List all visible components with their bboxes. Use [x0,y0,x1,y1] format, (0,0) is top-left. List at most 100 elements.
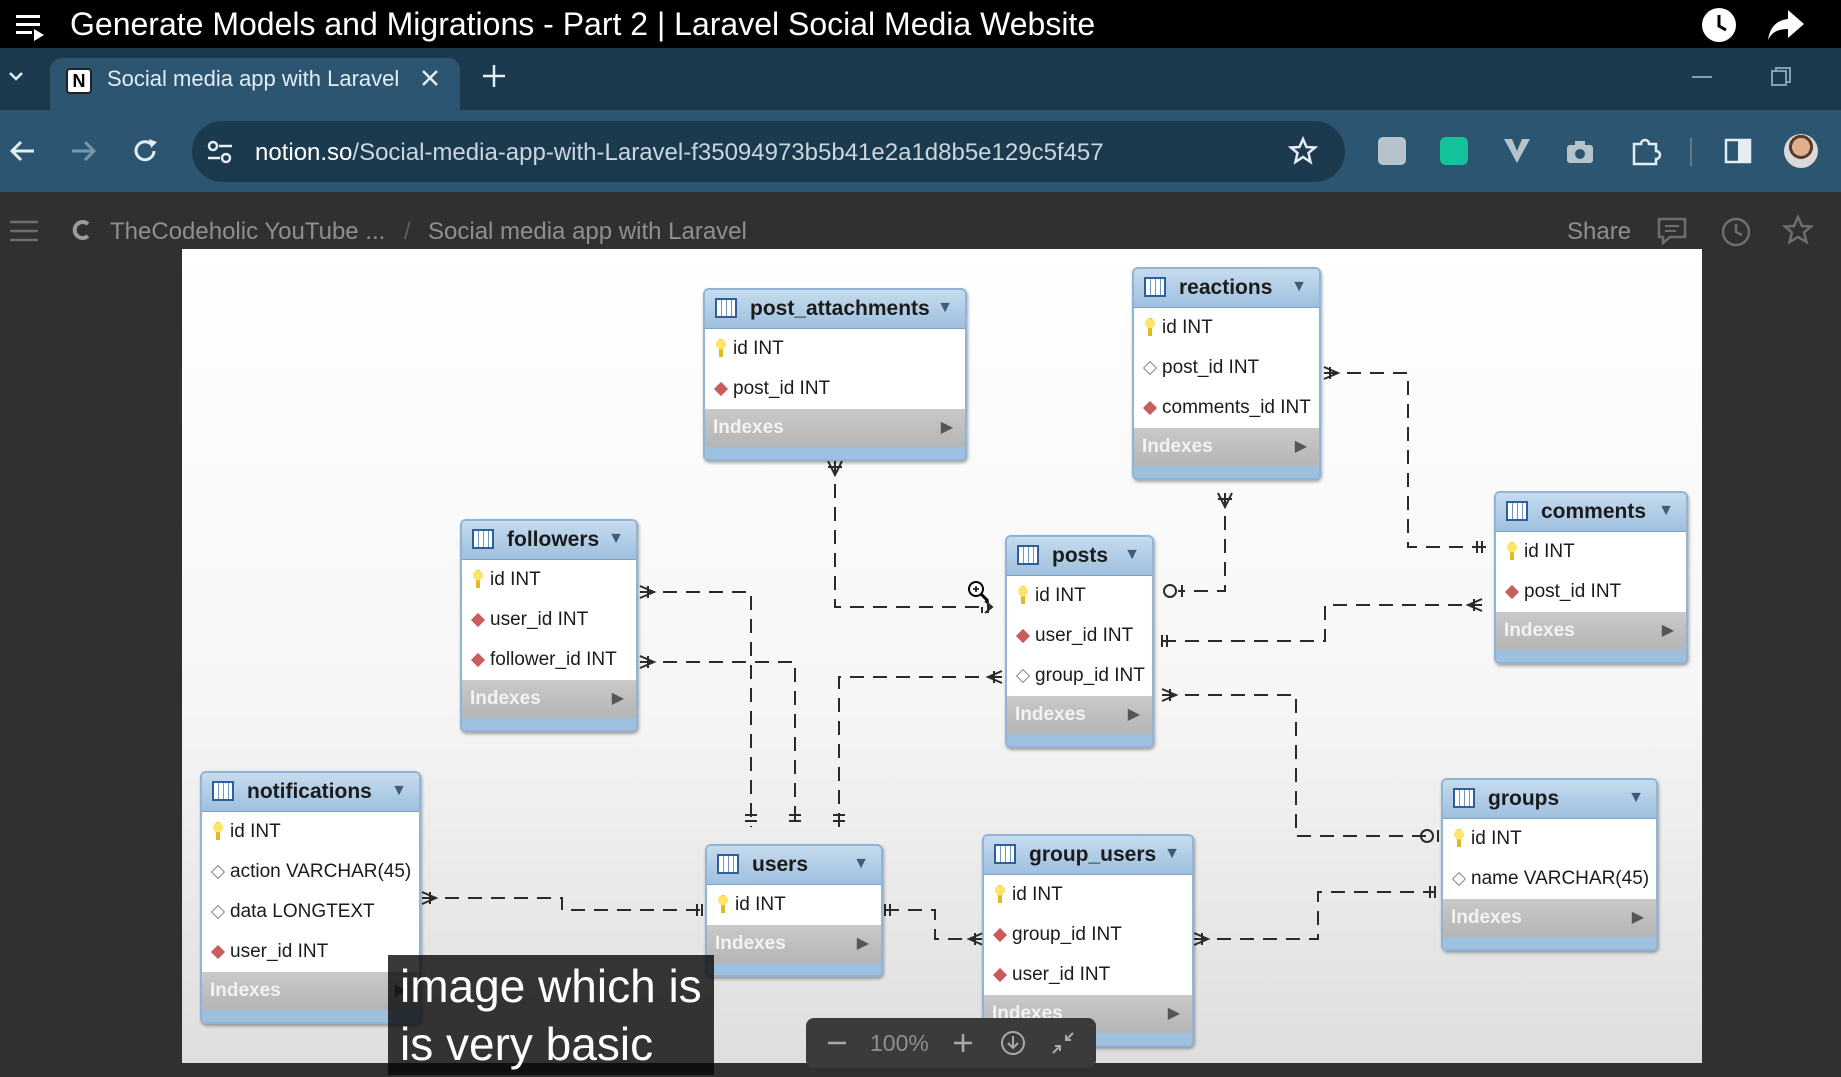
comments-icon[interactable] [1656,216,1688,246]
updates-clock-icon[interactable] [1720,216,1752,248]
primary-key-icon [472,570,484,588]
exit-fullscreen-icon[interactable] [1050,1030,1076,1056]
foreign-key-icon [470,652,486,668]
new-tab-icon[interactable] [480,62,508,90]
indexes-label: Indexes [715,933,786,954]
extension-3-icon[interactable] [1502,137,1532,165]
reload-icon[interactable] [130,136,160,166]
back-icon[interactable] [8,138,38,164]
column: user_id INT [230,941,329,962]
indexes-label: Indexes [1015,704,1086,725]
foreign-key-icon [713,381,729,397]
bookmark-star-icon[interactable] [1288,136,1318,166]
download-icon[interactable] [1000,1030,1026,1056]
expand-icon: ▶ [1661,622,1674,639]
tab-title: Social media app with Laravel [107,66,400,91]
image-zoom-toolbar: 100% [806,1018,1096,1068]
expand-icon: ▶ [1167,1005,1180,1022]
table-icon [1017,545,1039,565]
expand-icon: ▶ [1127,706,1140,723]
expand-icon: ▶ [856,935,869,952]
extension-2-icon[interactable] [1440,137,1468,165]
table-name: comments [1541,500,1647,523]
expand-icon: ▶ [1294,438,1307,455]
breadcrumb-workspace[interactable]: TheCodeholic YouTube ... [110,218,386,245]
profile-avatar[interactable] [1784,134,1818,168]
column: action VARCHAR(45) [230,861,412,882]
table-reactions: reactions▼ id INT post_id INT comments_i… [1132,267,1321,480]
zoom-cursor-icon [968,581,990,603]
table-name: notifications [247,780,372,803]
column: id INT [1524,541,1575,562]
column: user_id INT [1035,625,1134,646]
column: id INT [735,894,786,915]
column: id INT [230,821,281,842]
extensions-puzzle-icon[interactable] [1630,136,1662,166]
youtube-top-bar: Generate Models and Migrations - Part 2 … [0,0,1841,48]
column: group_id INT [1035,665,1145,686]
column: follower_id INT [490,649,617,670]
zoom-level: 100% [870,1030,929,1056]
indexes-label: Indexes [210,980,281,1001]
table-name: followers [507,528,600,551]
restore-icon[interactable] [1770,66,1792,88]
tab-search-icon[interactable] [6,66,26,86]
expand-icon: ▶ [611,690,624,707]
primary-key-icon [717,895,729,913]
table-icon [994,844,1016,864]
primary-key-icon [212,822,224,840]
video-title: Generate Models and Migrations - Part 2 … [70,6,1096,42]
expand-icon: ▶ [940,419,953,436]
table-notifications: notifications▼ id INT action VARCHAR(45)… [200,771,421,1024]
site-settings-icon[interactable] [205,137,235,167]
column: id INT [490,569,541,590]
dropdown-icon: ▼ [1291,278,1307,295]
indexes-label: Indexes [1142,436,1213,457]
minimize-icon[interactable] [1690,72,1714,82]
table-name: posts [1052,544,1109,567]
side-panel-icon[interactable] [1724,138,1752,164]
primary-key-icon [1453,829,1465,847]
table-icon [1453,788,1475,808]
watch-later-icon[interactable] [1700,6,1738,44]
foreign-key-icon [992,927,1008,943]
column: post_id INT [1162,357,1260,378]
url-text: notion.so/Social-media-app-with-Laravel-… [255,139,1104,167]
primary-key-icon [715,339,727,357]
share-button[interactable]: Share [1567,218,1632,245]
camera-icon[interactable] [1566,140,1594,164]
share-arrow-icon[interactable] [1766,8,1806,42]
table-comments: comments▼ id INT post_id INT Indexes▶ [1494,491,1688,664]
column: comments_id INT [1162,397,1311,418]
indexes-label: Indexes [470,688,541,709]
omnibox[interactable] [192,121,1345,182]
er-diagram-image: post_attachments▼ id INT post_id INT Ind… [182,249,1702,1063]
primary-key-icon [1144,318,1156,336]
table-icon [212,781,234,801]
foreign-key-icon [1504,584,1520,600]
favorite-star-icon[interactable] [1782,214,1814,246]
indexes-label: Indexes [1504,620,1575,641]
indexes-label: Indexes [713,417,784,438]
table-posts: posts▼ id INT user_id INT group_id INT I… [1005,535,1154,748]
table-post-attachments: post_attachments▼ id INT post_id INT Ind… [703,288,967,461]
playlist-menu-icon[interactable] [14,12,46,42]
tab-active[interactable] [50,58,460,110]
column: id INT [1162,317,1213,338]
zoom-out-icon[interactable] [826,1032,848,1054]
video-caption: image which is is very basic [388,955,714,1075]
column: user_id INT [490,609,589,630]
breadcrumb-page[interactable]: Social media app with Laravel [428,218,747,245]
nullable-column-icon [1142,360,1158,376]
table-icon [472,529,494,549]
relationship-lines [421,366,1489,946]
sidebar-menu-icon[interactable] [8,218,40,244]
indexes-label: Indexes [1451,907,1522,928]
extension-1-icon[interactable] [1378,137,1406,165]
zoom-in-icon[interactable] [952,1032,974,1054]
table-name: group_users [1029,843,1157,866]
tab-close-icon[interactable] [418,66,442,90]
forward-icon[interactable] [68,138,98,164]
column: user_id INT [1012,964,1111,985]
table-group-users: group_users▼ id INT group_id INT user_id… [982,834,1194,1047]
